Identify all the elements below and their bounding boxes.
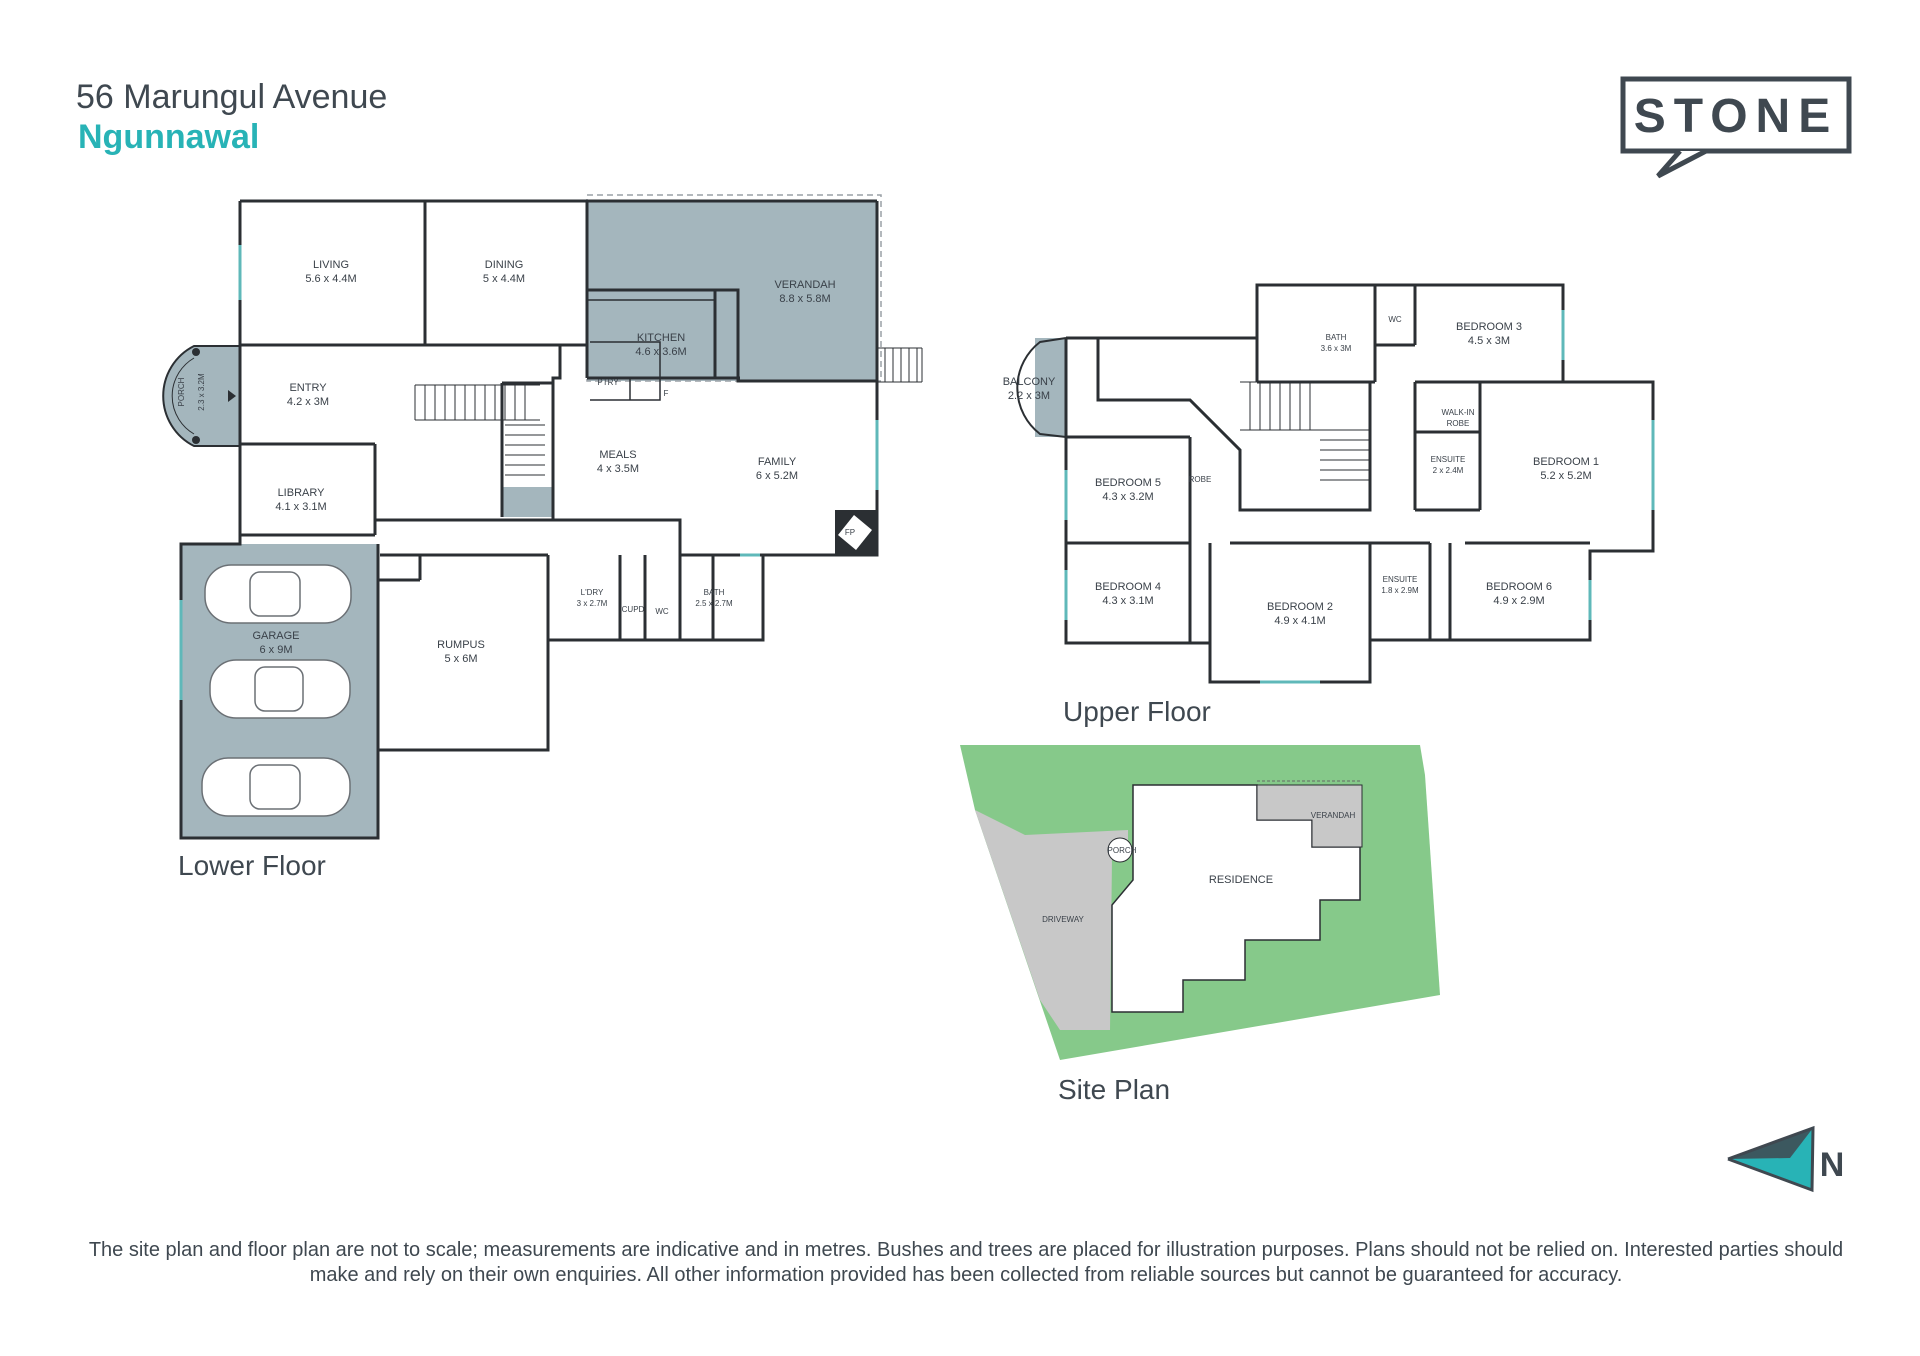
garage-label: GARAGE [252, 630, 299, 642]
meals-label: MEALS [599, 449, 636, 461]
laundry-label: L'DRY [581, 588, 604, 597]
porch-label: PORCH [177, 377, 186, 406]
family-label: FAMILY [758, 456, 797, 468]
fireplace-label: FP [845, 528, 855, 537]
living-dims: 5.6 x 4.4M [305, 273, 356, 285]
dining-dims: 5 x 4.4M [483, 273, 525, 285]
ensuite2-label: ENSUITE [1383, 575, 1418, 584]
property-address: 56 Marungul Avenue [76, 78, 388, 116]
upper-bath-label: BATH [1326, 333, 1347, 342]
driveway [975, 810, 1128, 1030]
car-icon [201, 564, 352, 817]
lower-floor-label: Lower Floor [178, 850, 326, 881]
verandah-dims: 8.8 x 5.8M [779, 293, 830, 305]
stone-logo: STONE [1620, 76, 1852, 179]
bath-dims: 2.5 x 2.7M [695, 599, 733, 608]
north-letter: N [1820, 1146, 1845, 1184]
entry-dims: 4.2 x 3M [287, 396, 329, 408]
family-dims: 6 x 5.2M [756, 470, 798, 482]
ensuite2-dims: 1.8 x 2.9M [1381, 586, 1419, 595]
cupboard-label: CUPD [622, 605, 645, 614]
ensuite1-dims: 2 x 2.4M [1433, 466, 1464, 475]
bedroom2-label: BEDROOM 2 [1267, 601, 1333, 613]
rumpus-label: RUMPUS [437, 639, 485, 651]
dining-label: DINING [485, 259, 524, 271]
logo-text: STONE [1634, 90, 1838, 143]
garage-dims: 6 x 9M [259, 644, 292, 656]
bedroom2-dims: 4.9 x 4.1M [1274, 615, 1325, 627]
bedroom4-dims: 4.3 x 3.1M [1102, 595, 1153, 607]
balcony-label: BALCONY [1003, 376, 1056, 388]
walkin-label-1: WALK-IN [1441, 408, 1474, 417]
porch-dims: 2.3 x 3.2M [197, 373, 206, 411]
upper-floor-label: Upper Floor [1063, 696, 1211, 727]
library-dims: 4.1 x 3.1M [275, 501, 326, 513]
bedroom4-label: BEDROOM 4 [1095, 581, 1161, 593]
balcony-dims: 2.2 x 3M [1008, 390, 1050, 402]
disclaimer-text: The site plan and floor plan are not to … [88, 1239, 1844, 1286]
bedroom5-dims: 4.3 x 3.2M [1102, 491, 1153, 503]
site-porch-label: PORCH [1108, 846, 1137, 855]
bedroom6-label: BEDROOM 6 [1486, 581, 1552, 593]
site-plan-label: Site Plan [1058, 1074, 1171, 1105]
kitchen-label: KITCHEN [637, 332, 685, 344]
fridge-label: F [664, 389, 669, 398]
bedroom5-label: BEDROOM 5 [1095, 477, 1161, 489]
upper-wc-label: WC [1388, 315, 1402, 324]
porch-area [163, 346, 240, 446]
bedroom3-label: BEDROOM 3 [1456, 321, 1522, 333]
upper-bath-dims: 3.6 x 3M [1321, 344, 1352, 353]
living-label: LIVING [313, 259, 349, 271]
robe-label: ROBE [1189, 475, 1212, 484]
bedroom6-dims: 4.9 x 2.9M [1493, 595, 1544, 607]
pantry-label: PTRY [597, 378, 619, 387]
property-suburb: Ngunnawal [78, 118, 260, 156]
bedroom1-label: BEDROOM 1 [1533, 456, 1599, 468]
residence-label: RESIDENCE [1209, 874, 1273, 886]
bedroom1-dims: 5.2 x 5.2M [1540, 470, 1591, 482]
entry-label: ENTRY [289, 382, 327, 394]
verandah-label: VERANDAH [774, 279, 835, 291]
rumpus-dims: 5 x 6M [444, 653, 477, 665]
ensuite1-label: ENSUITE [1431, 455, 1466, 464]
bath-label: BATH [704, 588, 725, 597]
kitchen-dims: 4.6 x 3.6M [635, 346, 686, 358]
laundry-dims: 3 x 2.7M [577, 599, 608, 608]
walkin-label-2: ROBE [1447, 419, 1470, 428]
bedroom3-dims: 4.5 x 3M [1468, 335, 1510, 347]
library-label: LIBRARY [278, 487, 326, 499]
wc-label: WC [655, 607, 669, 616]
site-verandah-label: VERANDAH [1311, 811, 1356, 820]
driveway-label: DRIVEWAY [1042, 915, 1084, 924]
meals-dims: 4 x 3.5M [597, 463, 639, 475]
